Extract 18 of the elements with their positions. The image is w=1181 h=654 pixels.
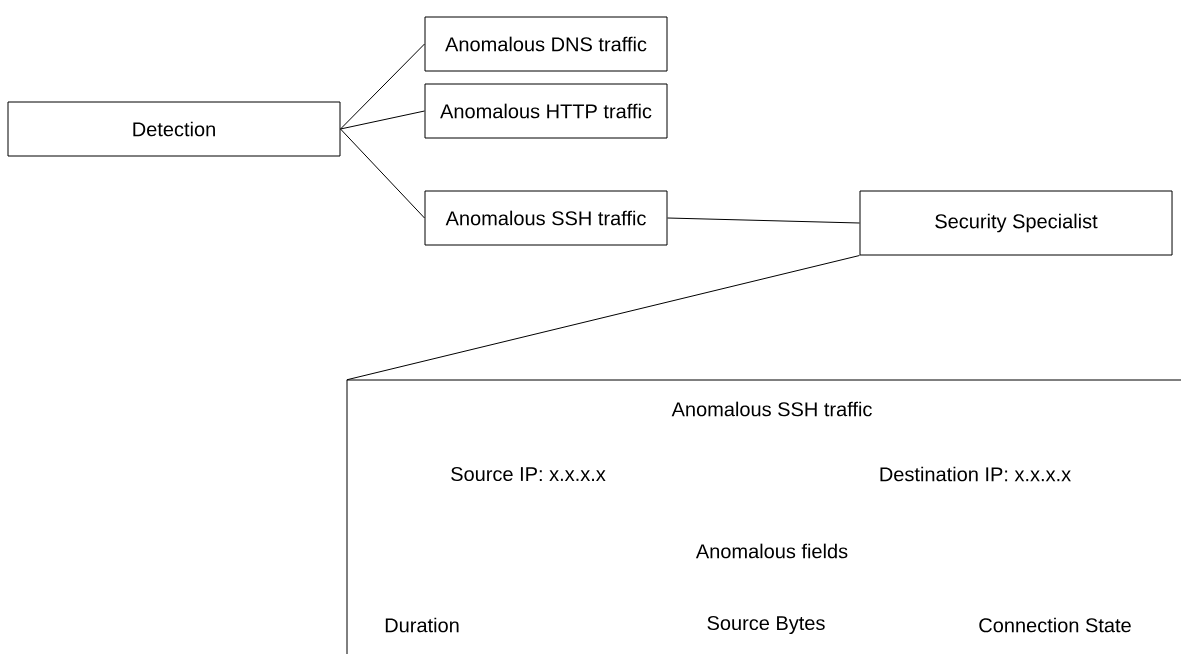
field-label: Duration (385, 617, 459, 633)
field-label: Destination IP: x.x.x.x (880, 466, 1071, 482)
section-heading: Anomalous fields (695, 543, 848, 559)
field-label: Source IP: x.x.x.x (451, 466, 606, 482)
connector-line (340, 110, 425, 130)
connector-line (340, 128, 425, 219)
panel-title: Anomalous SSH traffic (671, 401, 872, 417)
connector-line (346, 255, 860, 381)
connector-line (667, 217, 860, 224)
process-box: Anomalous HTTP traffic (424, 83, 668, 139)
process-box: Anomalous DNS traffic (424, 16, 668, 72)
process-box: Security Specialist (859, 190, 1173, 256)
process-box: Anomalous SSH traffic (424, 190, 668, 246)
field-label: Source Bytes (707, 615, 825, 635)
connector-line (340, 43, 425, 130)
detail-panel (346, 379, 1181, 654)
field-label: Connection State (979, 617, 1131, 633)
process-box: Detection (7, 101, 341, 157)
